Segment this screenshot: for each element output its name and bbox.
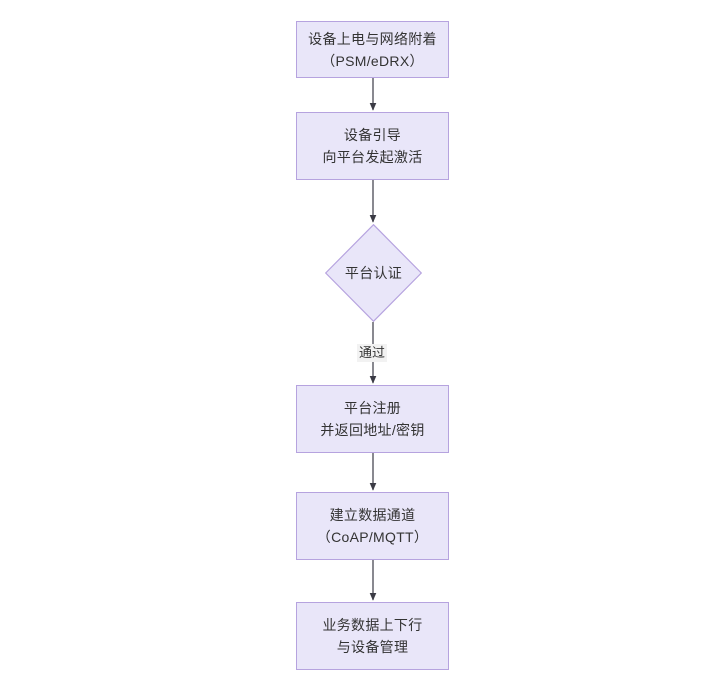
flow-node-business-data[interactable]: 业务数据上下行 与设备管理 [296, 602, 449, 670]
flow-node-bootstrap-line-2: 向平台发起激活 [322, 149, 423, 165]
flow-node-business-data-line-1: 业务数据上下行 [322, 617, 423, 633]
flow-node-bootstrap[interactable]: 设备引导 向平台发起激活 [296, 112, 449, 180]
flow-node-platform-auth[interactable]: 平台认证 [325, 224, 422, 322]
flow-node-power-on[interactable]: 设备上电与网络附着 （PSM/eDRX） [296, 21, 449, 78]
flow-node-platform-register-line-2: 并返回地址/密钥 [320, 422, 425, 438]
flow-node-platform-register[interactable]: 平台注册 并返回地址/密钥 [296, 385, 449, 453]
flow-node-business-data-line-2: 与设备管理 [336, 639, 409, 655]
flow-node-bootstrap-line-1: 设备引导 [343, 127, 402, 143]
flow-node-power-on-line-1: 设备上电与网络附着 [308, 30, 437, 47]
flow-node-platform-auth-label: 平台认证 [344, 265, 403, 281]
edge-label-pass: 通过 [357, 344, 388, 362]
diamond-shape-icon [325, 224, 422, 322]
flow-node-data-channel-line-2: （CoAP/MQTT） [316, 529, 429, 545]
flow-node-platform-register-line-1: 平台注册 [343, 400, 402, 416]
flow-node-data-channel-line-1: 建立数据通道 [329, 507, 416, 523]
flow-node-data-channel[interactable]: 建立数据通道 （CoAP/MQTT） [296, 492, 449, 560]
flow-node-power-on-line-2: （PSM/eDRX） [321, 52, 424, 69]
